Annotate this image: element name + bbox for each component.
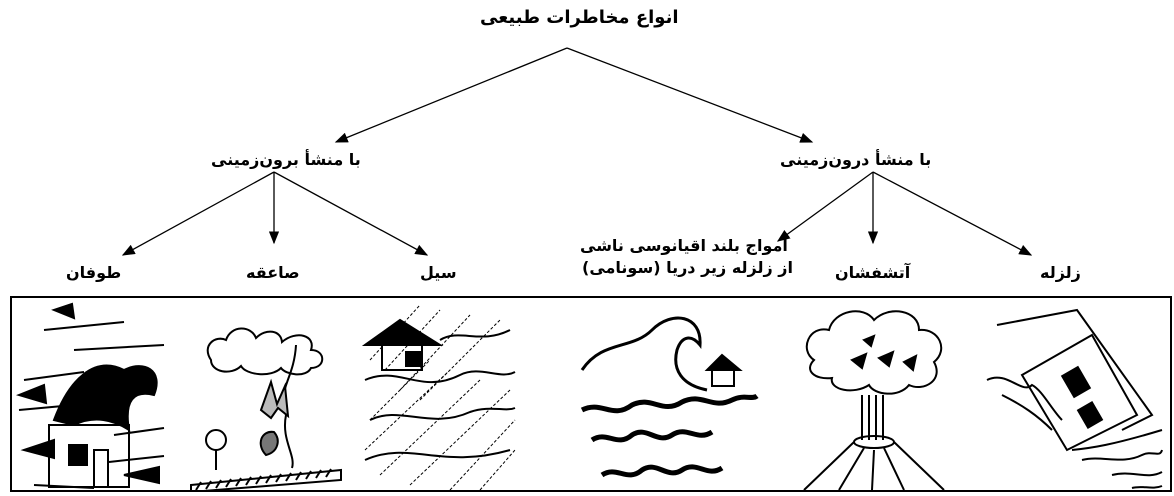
category-internal-label: با منشأ درون‌زمینی [780, 150, 932, 169]
storm-illustration [14, 300, 174, 492]
hazard-lightning-label: صاعقه [246, 263, 300, 282]
volcano-illustration [794, 300, 954, 492]
hazard-storm-label: طوفان [66, 263, 122, 282]
hazard-tsunami-label-line1: امواج بلند اقیانوسی ناشی [580, 236, 788, 255]
arrow-root-to-external [334, 47, 568, 143]
category-external-label: با منشأ برون‌زمینی [211, 150, 361, 169]
tree-connectors [121, 47, 1033, 256]
arrow-root-to-internal [566, 47, 814, 143]
illustration-panel [10, 296, 1172, 492]
hazard-volcano-label: آتشفشان [835, 263, 911, 282]
flood-illustration [360, 300, 520, 492]
arrow-internal-to-tsunami [776, 171, 874, 242]
root-node-label: انواع مخاطرات طبیعی [480, 7, 679, 28]
tsunami-illustration [572, 300, 762, 492]
lightning-illustration [186, 300, 346, 494]
earthquake-illustration [982, 300, 1168, 492]
hazard-tsunami-label-line2: از زلزله زیر دریا (سونامی) [582, 258, 793, 277]
hazard-flood-label: سیل [420, 263, 457, 282]
arrow-external-to-flood [273, 171, 429, 256]
arrow-external-to-storm [121, 171, 275, 256]
arrow-internal-to-earthquake [872, 171, 1033, 256]
hazard-earthquake-label: زلزله [1040, 263, 1081, 282]
